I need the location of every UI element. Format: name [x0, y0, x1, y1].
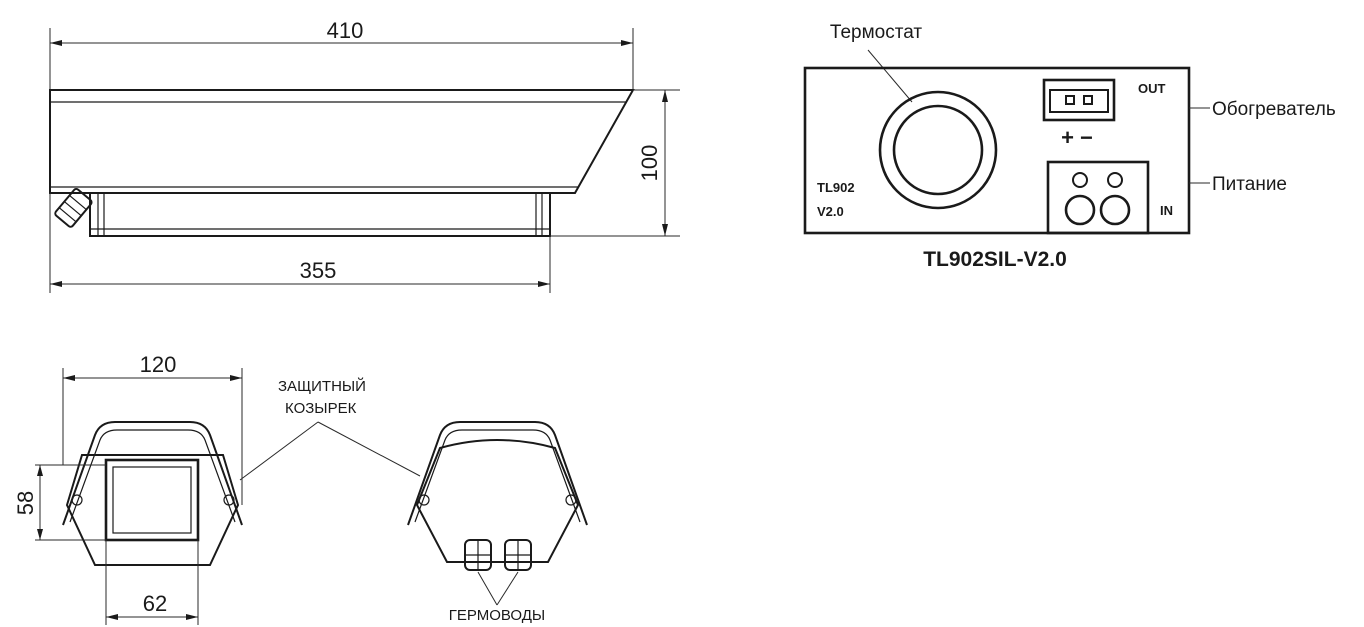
board-outline	[803, 66, 1191, 235]
dim-58-arrow-top	[37, 465, 43, 476]
dim-355-arrow-right	[538, 281, 550, 287]
thermostat-label: Термостат	[830, 22, 922, 43]
front-housing	[65, 454, 240, 566]
dim-58-label: 58	[13, 491, 38, 515]
in-terminal-hole-1	[1064, 194, 1096, 226]
rear-screw-right	[565, 494, 577, 506]
polarity-label: + −	[1061, 125, 1093, 150]
out-pin-1	[1065, 95, 1075, 105]
housing-body	[49, 89, 635, 194]
front-window-outer	[104, 458, 200, 542]
dim-410-arrow-left	[50, 40, 62, 46]
cable-gland	[54, 188, 93, 228]
thermostat-dial-outer	[878, 90, 998, 210]
visor-outer	[62, 421, 243, 526]
front-view: 120 58 62	[13, 352, 243, 625]
in-terminal-screw-2	[1107, 172, 1123, 188]
visor-leader-right	[317, 421, 421, 477]
dim-100-label: 100	[637, 145, 662, 182]
visor-leader-left	[239, 421, 319, 481]
in-connector-block	[1046, 160, 1150, 235]
dim-62-arrow-left	[106, 614, 118, 620]
out-connector-socket	[1049, 89, 1109, 113]
dim-100-arrow-bottom	[662, 224, 668, 236]
board-caption: TL902SIL-V2.0	[923, 248, 1067, 271]
dim-120-arrow-left	[63, 375, 75, 381]
in-terminal-screw-1	[1072, 172, 1088, 188]
housing-tube	[89, 192, 551, 237]
rear-screw-left	[418, 494, 430, 506]
dim-58-arrow-bottom	[37, 529, 43, 540]
dim-410-label: 410	[327, 18, 364, 43]
thermostat-dial-inner	[892, 104, 984, 196]
dim-120-label: 120	[140, 352, 177, 377]
dim-120-arrow-right	[230, 375, 242, 381]
in-terminal-hole-2	[1099, 194, 1131, 226]
power-label: Питание	[1212, 174, 1287, 195]
glands-leader-left	[477, 571, 498, 606]
dim-355-label: 355	[300, 258, 337, 283]
out-pin-2	[1083, 95, 1093, 105]
board-model-line1: TL902	[817, 180, 855, 195]
out-label: OUT	[1138, 81, 1166, 96]
rear-gland-right	[504, 539, 532, 571]
visor-callout: ЗАЩИТНЫЙ КОЗЫРЕК	[239, 377, 421, 481]
mount-screw-right	[223, 494, 235, 506]
front-window-inner	[112, 466, 192, 534]
rear-view	[407, 421, 588, 571]
rear-gland-left	[464, 539, 492, 571]
rear-visor-inner	[414, 429, 581, 523]
dim-100-arrow-top	[662, 90, 668, 102]
in-label: IN	[1160, 203, 1173, 218]
visor-callout-line2: КОЗЫРЕК	[285, 400, 357, 417]
visor-callout-line1: ЗАЩИТНЫЙ	[278, 377, 366, 395]
glands-callout: ГЕРМОВОДЫ	[449, 571, 545, 624]
dim-62-arrow-right	[186, 614, 198, 620]
mount-screw-left	[71, 494, 83, 506]
dim-62-label: 62	[143, 591, 167, 616]
rear-visor-outer	[407, 421, 588, 526]
glands-callout-label: ГЕРМОВОДЫ	[449, 607, 545, 624]
out-connector-housing	[1042, 78, 1116, 122]
thermostat-board: Термостат TL902 V2.0 OUT + − Обогревател…	[803, 22, 1336, 271]
dim-410-arrow-right	[621, 40, 633, 46]
rear-housing	[415, 439, 580, 563]
board-model-line2: V2.0	[817, 204, 844, 219]
side-view: 410 100 355	[49, 18, 680, 293]
visor-inner	[69, 429, 236, 523]
heater-label: Обогреватель	[1212, 99, 1336, 120]
dim-355-arrow-left	[50, 281, 62, 287]
thermostat-leader	[867, 49, 913, 103]
glands-leader-right	[496, 571, 519, 606]
